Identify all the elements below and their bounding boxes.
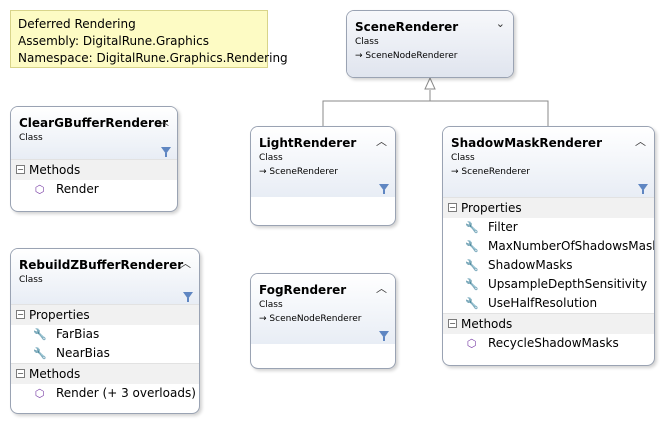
class-box-light-renderer[interactable]: LightRenderer Class → SceneRenderer ︿ — [250, 126, 396, 226]
class-name: ShadowMaskRenderer — [451, 136, 602, 150]
filter-icon[interactable] — [183, 292, 193, 302]
arrow-right-icon: → — [355, 51, 363, 61]
property-item[interactable]: 🔧NearBias — [33, 346, 110, 360]
method-cube-icon: ⬡ — [466, 337, 477, 350]
arrow-right-icon: → — [259, 314, 267, 324]
property-item[interactable]: 🔧ShadowMasks — [465, 258, 573, 272]
class-name: RebuildZBufferRenderer — [19, 258, 184, 272]
note-namespace: Namespace: DigitalRune.Graphics.Renderin… — [18, 51, 288, 65]
property-wrench-icon: 🔧 — [33, 347, 47, 360]
base-class: → SceneNodeRenderer — [355, 51, 458, 61]
property-wrench-icon: 🔧 — [33, 328, 47, 341]
property-wrench-icon: 🔧 — [465, 221, 479, 234]
chevron-up-icon[interactable]: ︿ — [376, 135, 387, 148]
class-box-rebuild-zbuffer-renderer[interactable]: RebuildZBufferRenderer Class ︿ − Propert… — [10, 248, 200, 414]
filter-icon[interactable] — [638, 184, 648, 194]
method-cube-icon: ⬡ — [34, 387, 45, 400]
property-wrench-icon: 🔧 — [465, 259, 479, 272]
inheritance-arrowhead — [424, 76, 436, 90]
filter-icon[interactable] — [379, 331, 389, 341]
property-item[interactable]: 🔧UseHalfResolution — [465, 296, 598, 310]
base-class: → SceneNodeRenderer — [259, 314, 362, 324]
property-item[interactable]: 🔧Filter — [465, 220, 518, 234]
class-box-scene-renderer[interactable]: SceneRenderer Class → SceneNodeRenderer … — [346, 10, 514, 78]
chevron-down-icon[interactable]: ⌄ — [495, 17, 505, 30]
class-stereotype: Class — [259, 300, 283, 310]
class-header: ClearGBufferRenderer Class ︿ — [11, 107, 177, 159]
class-stereotype: Class — [451, 153, 475, 163]
class-stereotype: Class — [19, 275, 43, 285]
chevron-up-icon[interactable]: ︿ — [158, 115, 169, 128]
diagram-comment-note[interactable]: Deferred Rendering Assembly: DigitalRune… — [10, 10, 288, 68]
class-header: FogRenderer Class → SceneNodeRenderer ︿ — [251, 274, 395, 344]
class-box-shadow-mask-renderer[interactable]: ShadowMaskRenderer Class → SceneRenderer… — [442, 126, 655, 366]
class-stereotype: Class — [19, 133, 43, 143]
property-wrench-icon: 🔧 — [465, 297, 479, 310]
note-assembly: Assembly: DigitalRune.Graphics — [18, 34, 209, 48]
filter-icon[interactable] — [161, 147, 171, 157]
chevron-up-icon[interactable]: ︿ — [180, 257, 191, 270]
class-stereotype: Class — [355, 37, 379, 47]
class-name: SceneRenderer — [355, 20, 459, 34]
arrow-right-icon: → — [259, 167, 267, 177]
class-header: ShadowMaskRenderer Class → SceneRenderer… — [443, 127, 654, 197]
class-header: SceneRenderer Class → SceneNodeRenderer … — [347, 11, 513, 77]
note-title: Deferred Rendering — [18, 17, 136, 31]
method-item[interactable]: ⬡ Render — [34, 182, 99, 196]
filter-icon[interactable] — [379, 184, 389, 194]
method-cube-icon: ⬡ — [34, 183, 45, 196]
property-item[interactable]: 🔧MaxNumberOfShadowsMasks — [465, 239, 655, 253]
method-item[interactable]: ⬡RecycleShadowMasks — [466, 336, 619, 350]
property-wrench-icon: 🔧 — [465, 278, 479, 291]
methods-section-header[interactable]: − Methods — [11, 159, 177, 180]
class-stereotype: Class — [259, 153, 283, 163]
collapse-icon[interactable]: − — [448, 319, 457, 328]
methods-section-header[interactable]: − Methods — [11, 363, 199, 384]
property-item[interactable]: 🔧UpsampleDepthSensitivity — [465, 277, 648, 291]
base-class: → SceneRenderer — [451, 167, 530, 177]
class-box-fog-renderer[interactable]: FogRenderer Class → SceneNodeRenderer ︿ — [250, 273, 396, 369]
collapse-icon[interactable]: − — [16, 369, 25, 378]
class-box-clear-gbuffer-renderer[interactable]: ClearGBufferRenderer Class ︿ − Methods ⬡… — [10, 106, 178, 212]
class-header: LightRenderer Class → SceneRenderer ︿ — [251, 127, 395, 197]
base-class: → SceneRenderer — [259, 167, 338, 177]
properties-section-header[interactable]: − Properties — [11, 304, 199, 325]
class-name: LightRenderer — [259, 136, 357, 150]
method-item[interactable]: ⬡Render (+ 3 overloads) — [34, 386, 196, 400]
properties-section-header[interactable]: − Properties — [443, 197, 654, 218]
collapse-icon[interactable]: − — [448, 203, 457, 212]
chevron-up-icon[interactable]: ︿ — [376, 282, 387, 295]
property-item[interactable]: 🔧FarBias — [33, 327, 100, 341]
methods-section-header[interactable]: − Methods — [443, 313, 654, 334]
chevron-up-icon[interactable]: ︿ — [635, 135, 646, 148]
collapse-icon[interactable]: − — [16, 310, 25, 319]
inheritance-line-shadow-mask — [430, 100, 549, 126]
class-header: RebuildZBufferRenderer Class ︿ — [11, 249, 199, 304]
inheritance-line-light — [322, 90, 431, 126]
class-name: FogRenderer — [259, 283, 347, 297]
class-name: ClearGBufferRenderer — [19, 116, 169, 130]
property-wrench-icon: 🔧 — [465, 240, 479, 253]
arrow-right-icon: → — [451, 167, 459, 177]
collapse-icon[interactable]: − — [16, 165, 25, 174]
